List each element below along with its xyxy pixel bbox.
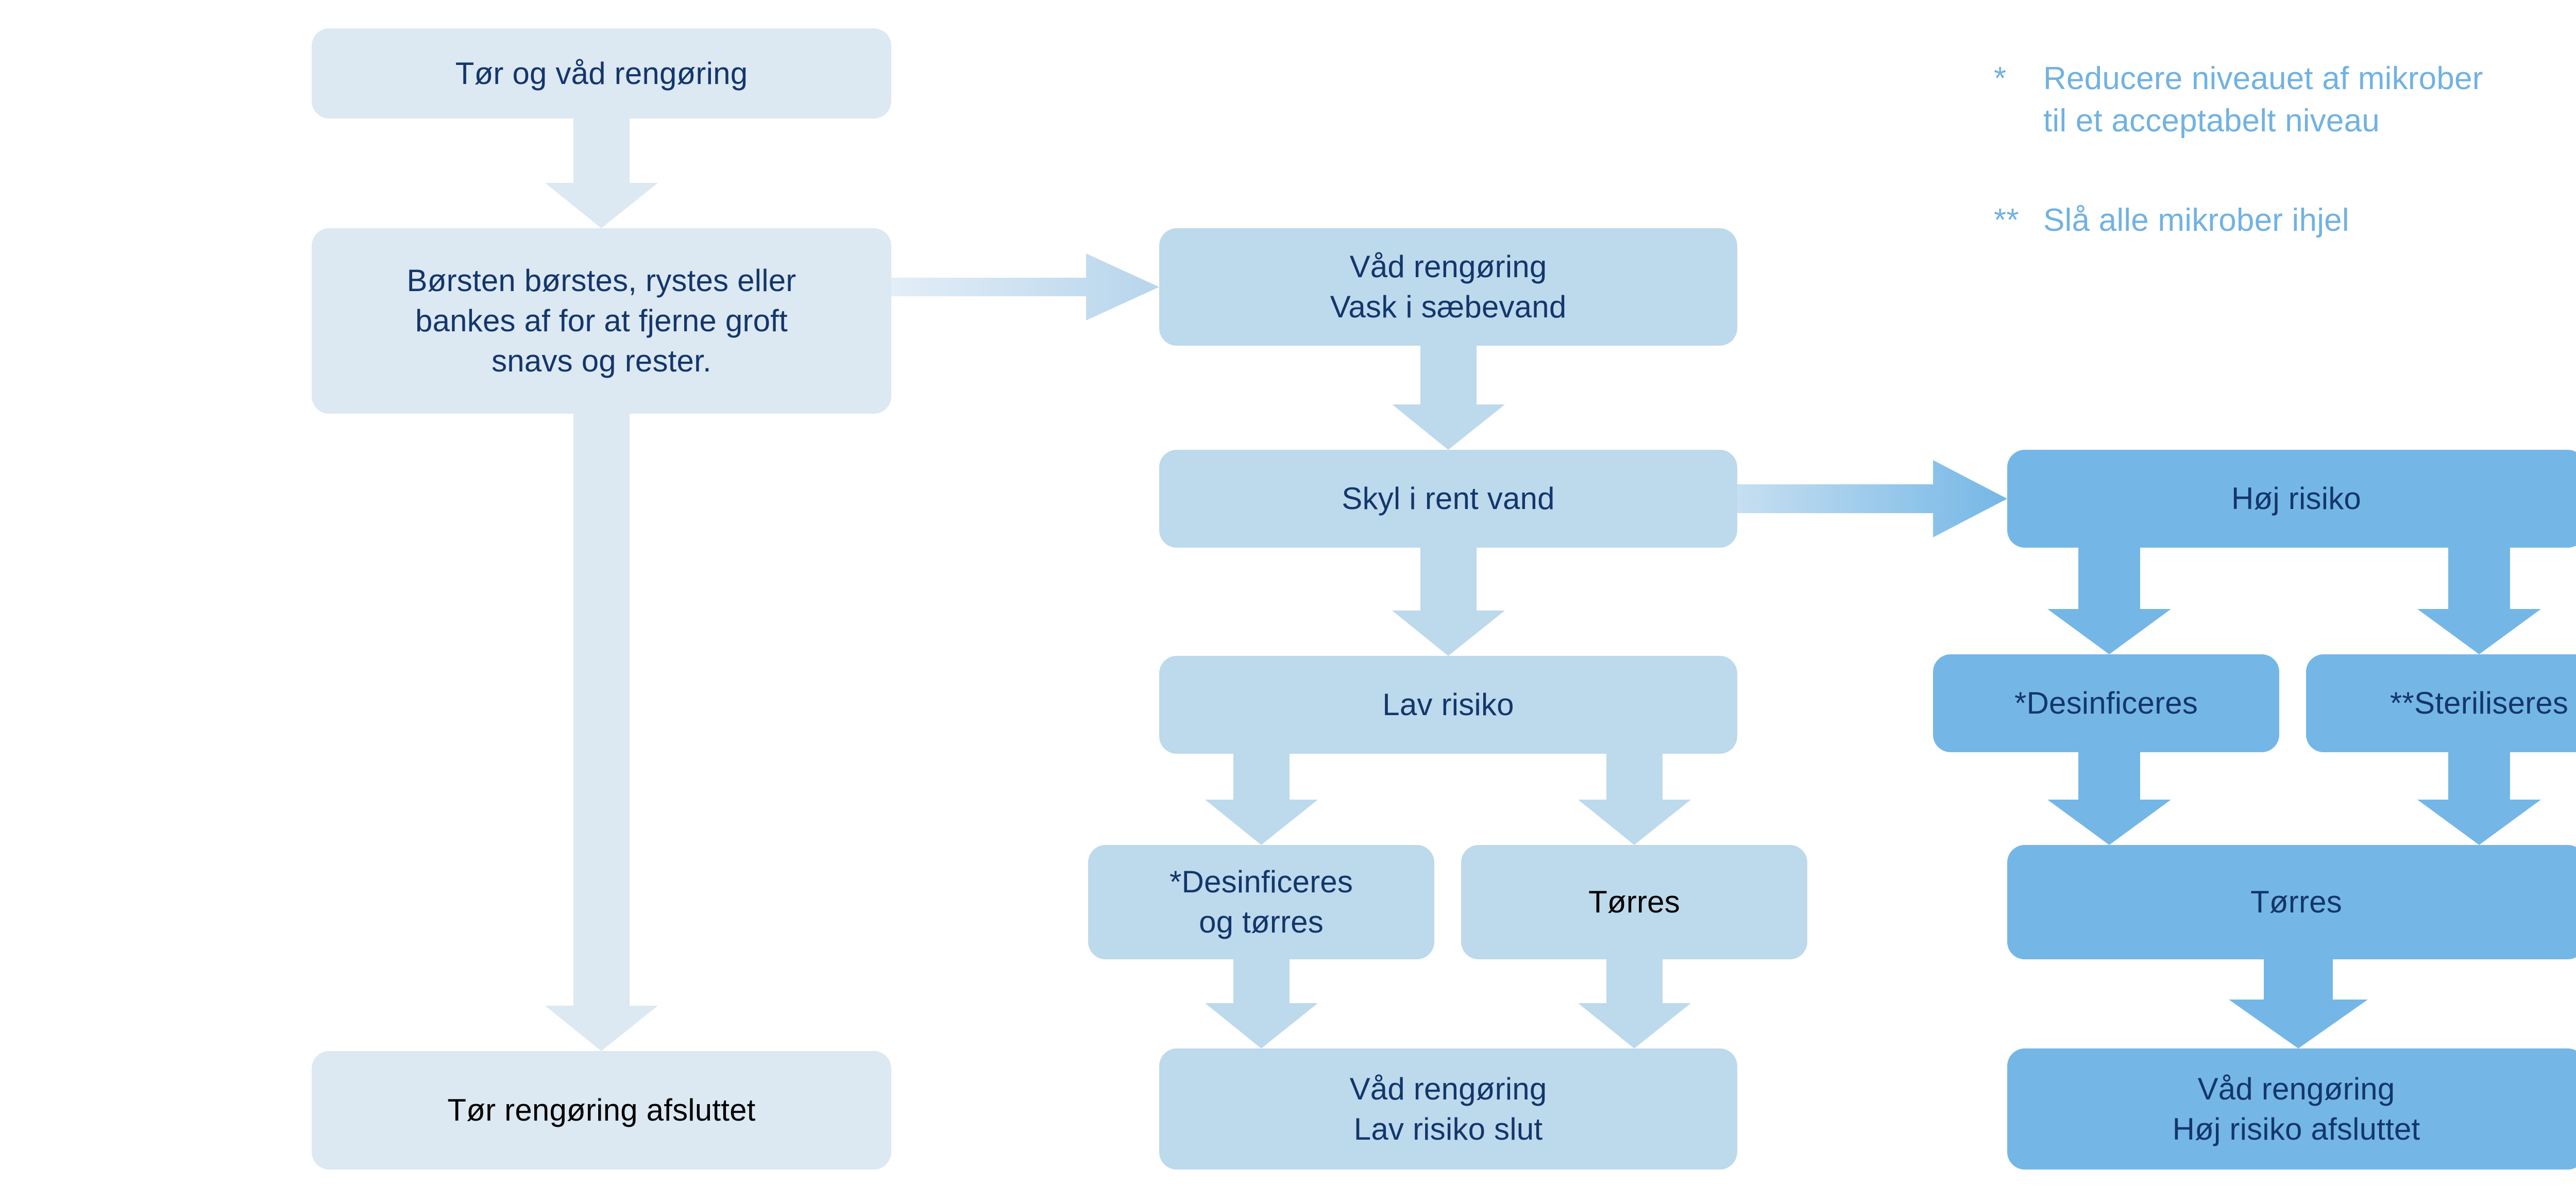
- asterisk-double-icon: **: [1994, 202, 2019, 239]
- arrow-high-disinfect-to-dry: [2047, 752, 2171, 845]
- node-start[interactable]: Tør og våd rengøring: [312, 28, 891, 118]
- node-high-risk[interactable]: Høj risiko: [2007, 450, 2576, 548]
- node-low-risk[interactable]: Lav risiko: [1159, 656, 1737, 754]
- legend-item-double-asterisk: ** Slå alle mikrober ihjel: [1994, 199, 2576, 242]
- arrow-low-risk-to-disinfect: [1205, 754, 1318, 845]
- node-high-risk-end[interactable]: Våd rengøring Høj risiko afsluttet: [2007, 1048, 2576, 1170]
- node-high-disinfect[interactable]: *Desinficeres: [1933, 654, 2279, 752]
- node-wet-wash[interactable]: Våd rengøring Vask i sæbevand: [1159, 228, 1737, 346]
- asterisk-single-icon: *: [1994, 60, 2007, 96]
- arrow-start-to-brush: [545, 118, 658, 228]
- arrow-brush-to-wet-wash: [891, 253, 1159, 320]
- arrow-wet-wash-to-rinse: [1392, 346, 1505, 450]
- node-dry-done[interactable]: Tør rengøring afsluttet: [312, 1051, 891, 1170]
- node-low-disinfect[interactable]: *Desinficeres og tørres: [1088, 845, 1434, 959]
- legend-text-sterilisation: Slå alle mikrober ihjel: [2043, 202, 2349, 239]
- node-high-sterilise[interactable]: **Steriliseres: [2306, 654, 2576, 752]
- arrow-rinse-to-high-risk: [1737, 460, 2007, 537]
- arrow-disinfect-to-low-end: [1205, 959, 1318, 1048]
- arrow-brush-to-dry-done: [545, 414, 658, 1051]
- node-low-dry[interactable]: Tørres: [1461, 845, 1807, 959]
- legend-text-disinfection: Reducere niveauet af mikrober til et acc…: [2043, 60, 2483, 139]
- node-rinse[interactable]: Skyl i rent vand: [1159, 450, 1737, 548]
- legend: * Reducere niveauet af mikrober til et a…: [1994, 15, 2576, 284]
- arrow-high-sterilise-to-dry: [2417, 752, 2541, 845]
- node-low-risk-end[interactable]: Våd rengøring Lav risiko slut: [1159, 1048, 1737, 1170]
- legend-item-single-asterisk: * Reducere niveauet af mikrober til et a…: [1994, 58, 2576, 142]
- node-high-dry[interactable]: Tørres: [2007, 845, 2576, 959]
- arrow-low-risk-to-dry: [1578, 754, 1691, 845]
- arrow-high-risk-to-sterilise: [2417, 548, 2541, 654]
- node-brush[interactable]: Børsten børstes, rystes eller bankes af …: [312, 228, 891, 414]
- arrow-rinse-to-low-risk: [1392, 548, 1505, 656]
- arrow-high-dry-to-high-end: [2229, 959, 2368, 1048]
- arrow-low-dry-to-low-end: [1578, 959, 1691, 1048]
- arrow-high-risk-to-disinfect: [2047, 548, 2171, 654]
